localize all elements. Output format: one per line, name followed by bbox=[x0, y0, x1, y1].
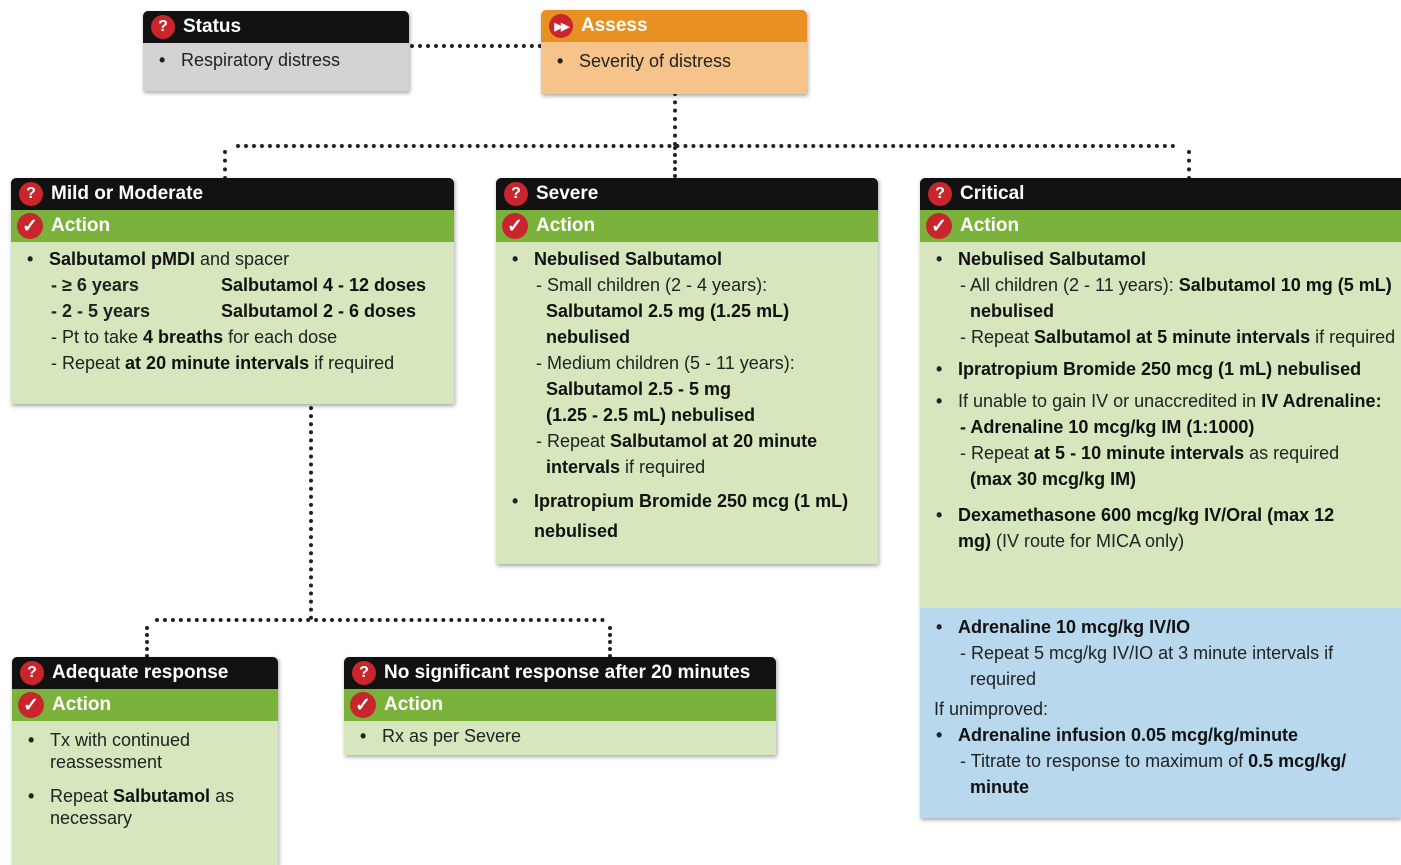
mild-action-bar: ✓ Action bbox=[11, 210, 454, 242]
dose-text: (1.25 - 2.5 mL) nebulised bbox=[546, 405, 756, 425]
connector-mild-down bbox=[309, 398, 313, 620]
list-sub-item: - Repeat at 20 minute intervals if requi… bbox=[51, 353, 395, 373]
dose-text: Salbutamol 2.5 mg (1.25 mL) nebulised bbox=[546, 301, 790, 347]
list-sub-item: - Repeat Salbutamol at 5 minute interval… bbox=[960, 327, 1396, 347]
connector-branch-horizontal bbox=[236, 144, 1176, 148]
question-icon: ? bbox=[504, 182, 528, 206]
adequate-action-bar: ✓ Action bbox=[12, 689, 278, 721]
nosig-header: ? No significant response after 20 minut… bbox=[344, 657, 776, 689]
connector-critical-drop bbox=[1187, 150, 1191, 180]
check-icon: ✓ bbox=[17, 213, 43, 239]
list-item: Nebulised Salbutamol bbox=[510, 246, 870, 272]
severe-title: Severe bbox=[536, 183, 599, 204]
list-sub-item: - Pt to take 4 breaths for each dose bbox=[51, 327, 338, 347]
nosig-title: No significant response after 20 minutes bbox=[384, 662, 751, 683]
list-sub-item: - Small children (2 - 4 years): bbox=[536, 275, 768, 295]
no-significant-response-box: ? No significant response after 20 minut… bbox=[344, 657, 776, 755]
adequate-header: ? Adequate response bbox=[12, 657, 278, 689]
dose-text: Salbutamol 2.5 - 5 mg bbox=[546, 379, 732, 399]
connector-mild-drop bbox=[223, 150, 227, 180]
list-sub-item: - Repeat Salbutamol at 20 minute interva… bbox=[536, 431, 818, 477]
list-item: Dexamethasone 600 mcg/kg IV/Oral (max 12… bbox=[934, 502, 1401, 554]
status-header: ? Status bbox=[143, 11, 409, 43]
plain-text: If unimproved: bbox=[934, 699, 1049, 719]
connector-response-horizontal bbox=[155, 618, 605, 622]
severe-action-bar: ✓ Action bbox=[496, 210, 878, 242]
status-title: Status bbox=[183, 16, 242, 37]
connector-severe-drop bbox=[673, 146, 677, 178]
mild-title: Mild or Moderate bbox=[51, 183, 204, 204]
critical-box: ? Critical ✓ Action Nebulised Salbutamol… bbox=[920, 178, 1401, 818]
assess-header: ▶▶ Assess bbox=[541, 10, 807, 42]
action-label: Action bbox=[960, 215, 1020, 236]
nosig-action-bar: ✓ Action bbox=[344, 689, 776, 721]
critical-iv-section: Adrenaline 10 mcg/kg IV/IO - Repeat 5 mc… bbox=[920, 608, 1401, 818]
connector-nosig-drop bbox=[608, 626, 612, 658]
assess-item: Severity of distress bbox=[555, 48, 799, 74]
check-icon: ✓ bbox=[926, 213, 952, 239]
list-item: Repeat Salbutamol as necessary bbox=[26, 785, 270, 829]
list-item: Nebulised Salbutamol bbox=[934, 246, 1401, 272]
list-item: Adrenaline 10 mcg/kg IV/IO bbox=[934, 614, 1393, 640]
critical-action-bar: ✓ Action bbox=[920, 210, 1401, 242]
list-item: Ipratropium Bromide 250 mcg (1 mL) nebul… bbox=[934, 356, 1401, 382]
status-box: ? Status Respiratory distress bbox=[143, 11, 409, 91]
question-icon: ? bbox=[352, 661, 376, 685]
list-sub-item: - All children (2 - 11 years): Salbutamo… bbox=[960, 275, 1392, 321]
critical-title: Critical bbox=[960, 183, 1025, 204]
mild-header: ? Mild or Moderate bbox=[11, 178, 454, 210]
check-icon: ✓ bbox=[18, 692, 44, 718]
action-label: Action bbox=[52, 694, 112, 715]
adequate-title: Adequate response bbox=[52, 662, 229, 683]
mild-moderate-box: ? Mild or Moderate ✓ Action Salbutamol p… bbox=[11, 178, 454, 404]
list-item: Adrenaline infusion 0.05 mcg/kg/minute bbox=[934, 722, 1393, 748]
severe-box: ? Severe ✓ Action Nebulised Salbutamol -… bbox=[496, 178, 878, 564]
list-sub-item: - Titrate to response to maximum of 0.5 … bbox=[960, 751, 1347, 797]
action-label: Action bbox=[384, 694, 444, 715]
status-item: Respiratory distress bbox=[157, 47, 401, 73]
connector-assess-down bbox=[673, 92, 677, 146]
list-item: If unable to gain IV or unaccredited in … bbox=[934, 388, 1401, 414]
severe-header: ? Severe bbox=[496, 178, 878, 210]
question-icon: ? bbox=[928, 182, 952, 206]
list-item: Tx with continued reassessment bbox=[26, 729, 270, 773]
action-label: Action bbox=[51, 215, 111, 236]
dose-text: (max 30 mcg/kg IM) bbox=[970, 469, 1137, 489]
list-sub-item: - Medium children (5 - 11 years): bbox=[536, 353, 795, 373]
list-item: Salbutamol pMDI and spacer bbox=[25, 246, 446, 272]
question-icon: ? bbox=[20, 661, 44, 685]
list-item: Ipratropium Bromide 250 mcg (1 mL) nebul… bbox=[510, 486, 870, 546]
critical-header: ? Critical bbox=[920, 178, 1401, 210]
assess-box: ▶▶ Assess Severity of distress bbox=[541, 10, 807, 94]
list-sub-item: - Adrenaline 10 mcg/kg IM (1:1000) bbox=[960, 417, 1255, 437]
check-icon: ✓ bbox=[502, 213, 528, 239]
list-sub-item: - Repeat at 5 - 10 minute intervals as r… bbox=[960, 443, 1340, 463]
action-label: Action bbox=[536, 215, 596, 236]
connector-adequate-drop bbox=[145, 626, 149, 658]
check-icon: ✓ bbox=[350, 692, 376, 718]
list-item: Rx as per Severe bbox=[358, 723, 768, 749]
list-sub-item: - Repeat 5 mcg/kg IV/IO at 3 minute inte… bbox=[960, 643, 1334, 689]
question-icon: ? bbox=[19, 182, 43, 206]
adequate-response-box: ? Adequate response ✓ Action Tx with con… bbox=[12, 657, 278, 865]
question-icon: ? bbox=[151, 15, 175, 39]
fast-forward-icon: ▶▶ bbox=[549, 14, 573, 38]
connector-status-assess bbox=[410, 44, 542, 48]
assess-title: Assess bbox=[581, 15, 648, 36]
